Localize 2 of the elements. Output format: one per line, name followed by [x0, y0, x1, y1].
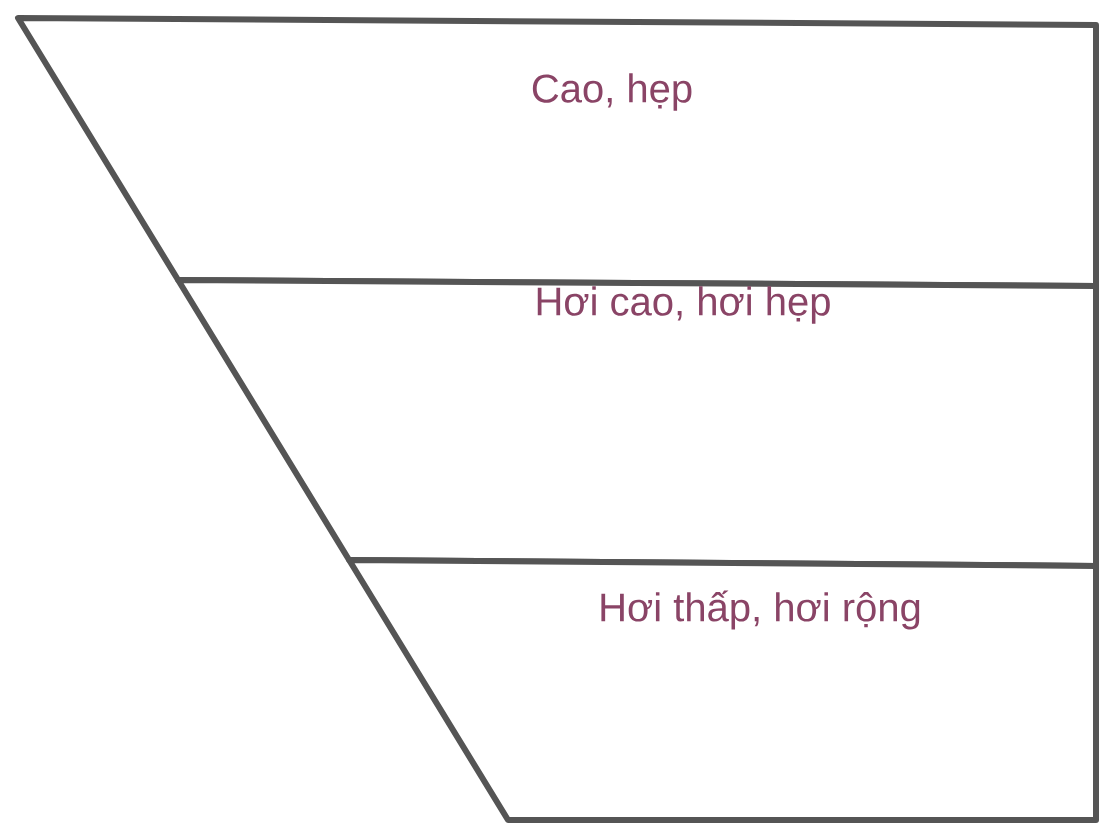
funnel-band: Hơi cao, hơi hẹp — [175, 277, 1099, 569]
funnel-band: Hơi thấp, hơi rộng — [346, 557, 1099, 823]
